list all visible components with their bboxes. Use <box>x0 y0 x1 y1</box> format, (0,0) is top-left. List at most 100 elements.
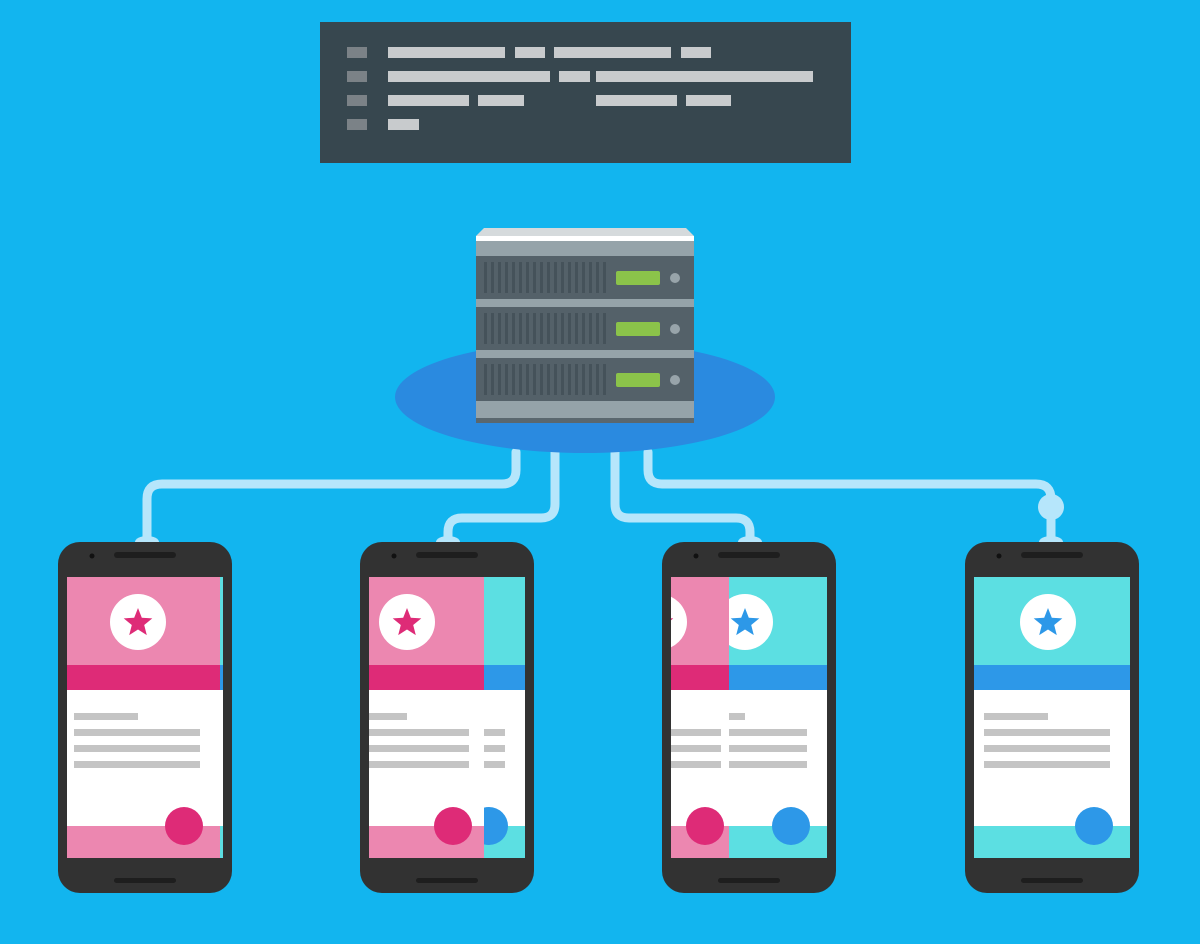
code-token <box>554 47 671 58</box>
content-text-line <box>671 729 721 736</box>
server-top-edge <box>476 236 694 241</box>
server-vent <box>589 364 592 395</box>
app-toolbar <box>729 665 827 690</box>
server-vent <box>575 364 578 395</box>
app-content <box>220 690 223 826</box>
content-text-line <box>984 729 1110 736</box>
code-token <box>515 47 545 58</box>
code-token <box>388 95 469 106</box>
code-token <box>388 47 505 58</box>
content-text-line <box>847 761 973 768</box>
floating-action-button <box>165 807 203 845</box>
code-token <box>596 71 813 82</box>
star-icon <box>1033 608 1063 636</box>
server-vent <box>519 364 522 395</box>
server-vent <box>589 262 592 293</box>
cyan-app-screen <box>484 577 525 858</box>
content-text-line <box>847 745 973 752</box>
app-header <box>220 577 223 665</box>
server-base <box>476 418 694 423</box>
app-content <box>67 690 220 826</box>
floating-action-button <box>686 807 724 845</box>
content-title-line <box>729 713 745 720</box>
server-vent <box>603 364 606 395</box>
star-badge <box>671 596 687 648</box>
server-status-led <box>616 373 660 387</box>
server-vent <box>498 262 501 293</box>
server-vent <box>547 313 550 344</box>
server-vent <box>519 313 522 344</box>
content-text-line <box>484 745 505 752</box>
server-status-led <box>616 322 660 336</box>
app-toolbar <box>484 665 525 690</box>
network-cables <box>135 447 1064 548</box>
server-vent <box>519 262 522 293</box>
server-vent <box>568 364 571 395</box>
code-token <box>388 119 419 130</box>
server-vent <box>547 364 550 395</box>
server-power-button <box>670 324 680 334</box>
app-content <box>729 690 827 826</box>
app-header <box>484 577 525 665</box>
server-vent <box>498 313 501 344</box>
server-vent <box>554 313 557 344</box>
phone-home-bar <box>114 878 176 883</box>
app-content <box>974 690 1130 826</box>
floating-action-button <box>1075 807 1113 845</box>
app-toolbar <box>974 665 1130 690</box>
content-text-line <box>484 761 505 768</box>
server-vent <box>491 364 494 395</box>
server-vent <box>540 313 543 344</box>
cable <box>142 447 521 545</box>
server-vent <box>540 262 543 293</box>
server-status-led <box>616 271 660 285</box>
server-vent <box>582 364 585 395</box>
server-top <box>476 228 694 236</box>
cable-node <box>1038 494 1064 520</box>
cyan-app-screen <box>729 577 827 858</box>
server-vent <box>575 262 578 293</box>
server-vent <box>505 262 508 293</box>
code-line-marker <box>347 71 367 82</box>
cable <box>643 447 1056 545</box>
phone-1 <box>58 542 232 893</box>
phone-3 <box>595 542 836 893</box>
server-vent <box>498 364 501 395</box>
server-vent <box>505 364 508 395</box>
phone-home-bar <box>416 878 478 883</box>
server-icon <box>395 228 775 453</box>
server-vent <box>561 364 564 395</box>
app-content <box>671 690 729 826</box>
code-line-marker <box>347 119 367 130</box>
server-vent <box>603 313 606 344</box>
content-title-line <box>369 713 407 720</box>
star-badge <box>883 594 939 650</box>
server-vent <box>596 313 599 344</box>
phone-camera <box>89 553 95 559</box>
content-text-line <box>369 745 469 752</box>
server-power-button <box>670 273 680 283</box>
server-vent <box>603 262 606 293</box>
app-bottom-band <box>220 826 223 858</box>
server-vent <box>526 313 529 344</box>
cyan-app-screen <box>974 577 1130 858</box>
pink-app-screen <box>369 577 484 858</box>
content-text-line <box>729 729 807 736</box>
server-vent <box>484 364 487 395</box>
content-text-line <box>671 761 721 768</box>
phone-camera <box>996 553 1002 559</box>
content-title-line <box>595 713 659 720</box>
cyan-app-screen <box>220 577 223 858</box>
pink-app-screen <box>595 577 729 858</box>
server-vent <box>568 313 571 344</box>
code-line-marker <box>347 95 367 106</box>
server-vent <box>596 262 599 293</box>
content-text-line <box>847 729 973 736</box>
phones <box>58 542 1139 893</box>
server-vent <box>540 364 543 395</box>
code-token <box>559 71 590 82</box>
code-token <box>478 95 524 106</box>
server-vent <box>491 262 494 293</box>
server-power-button <box>670 375 680 385</box>
floating-action-button <box>434 807 472 845</box>
